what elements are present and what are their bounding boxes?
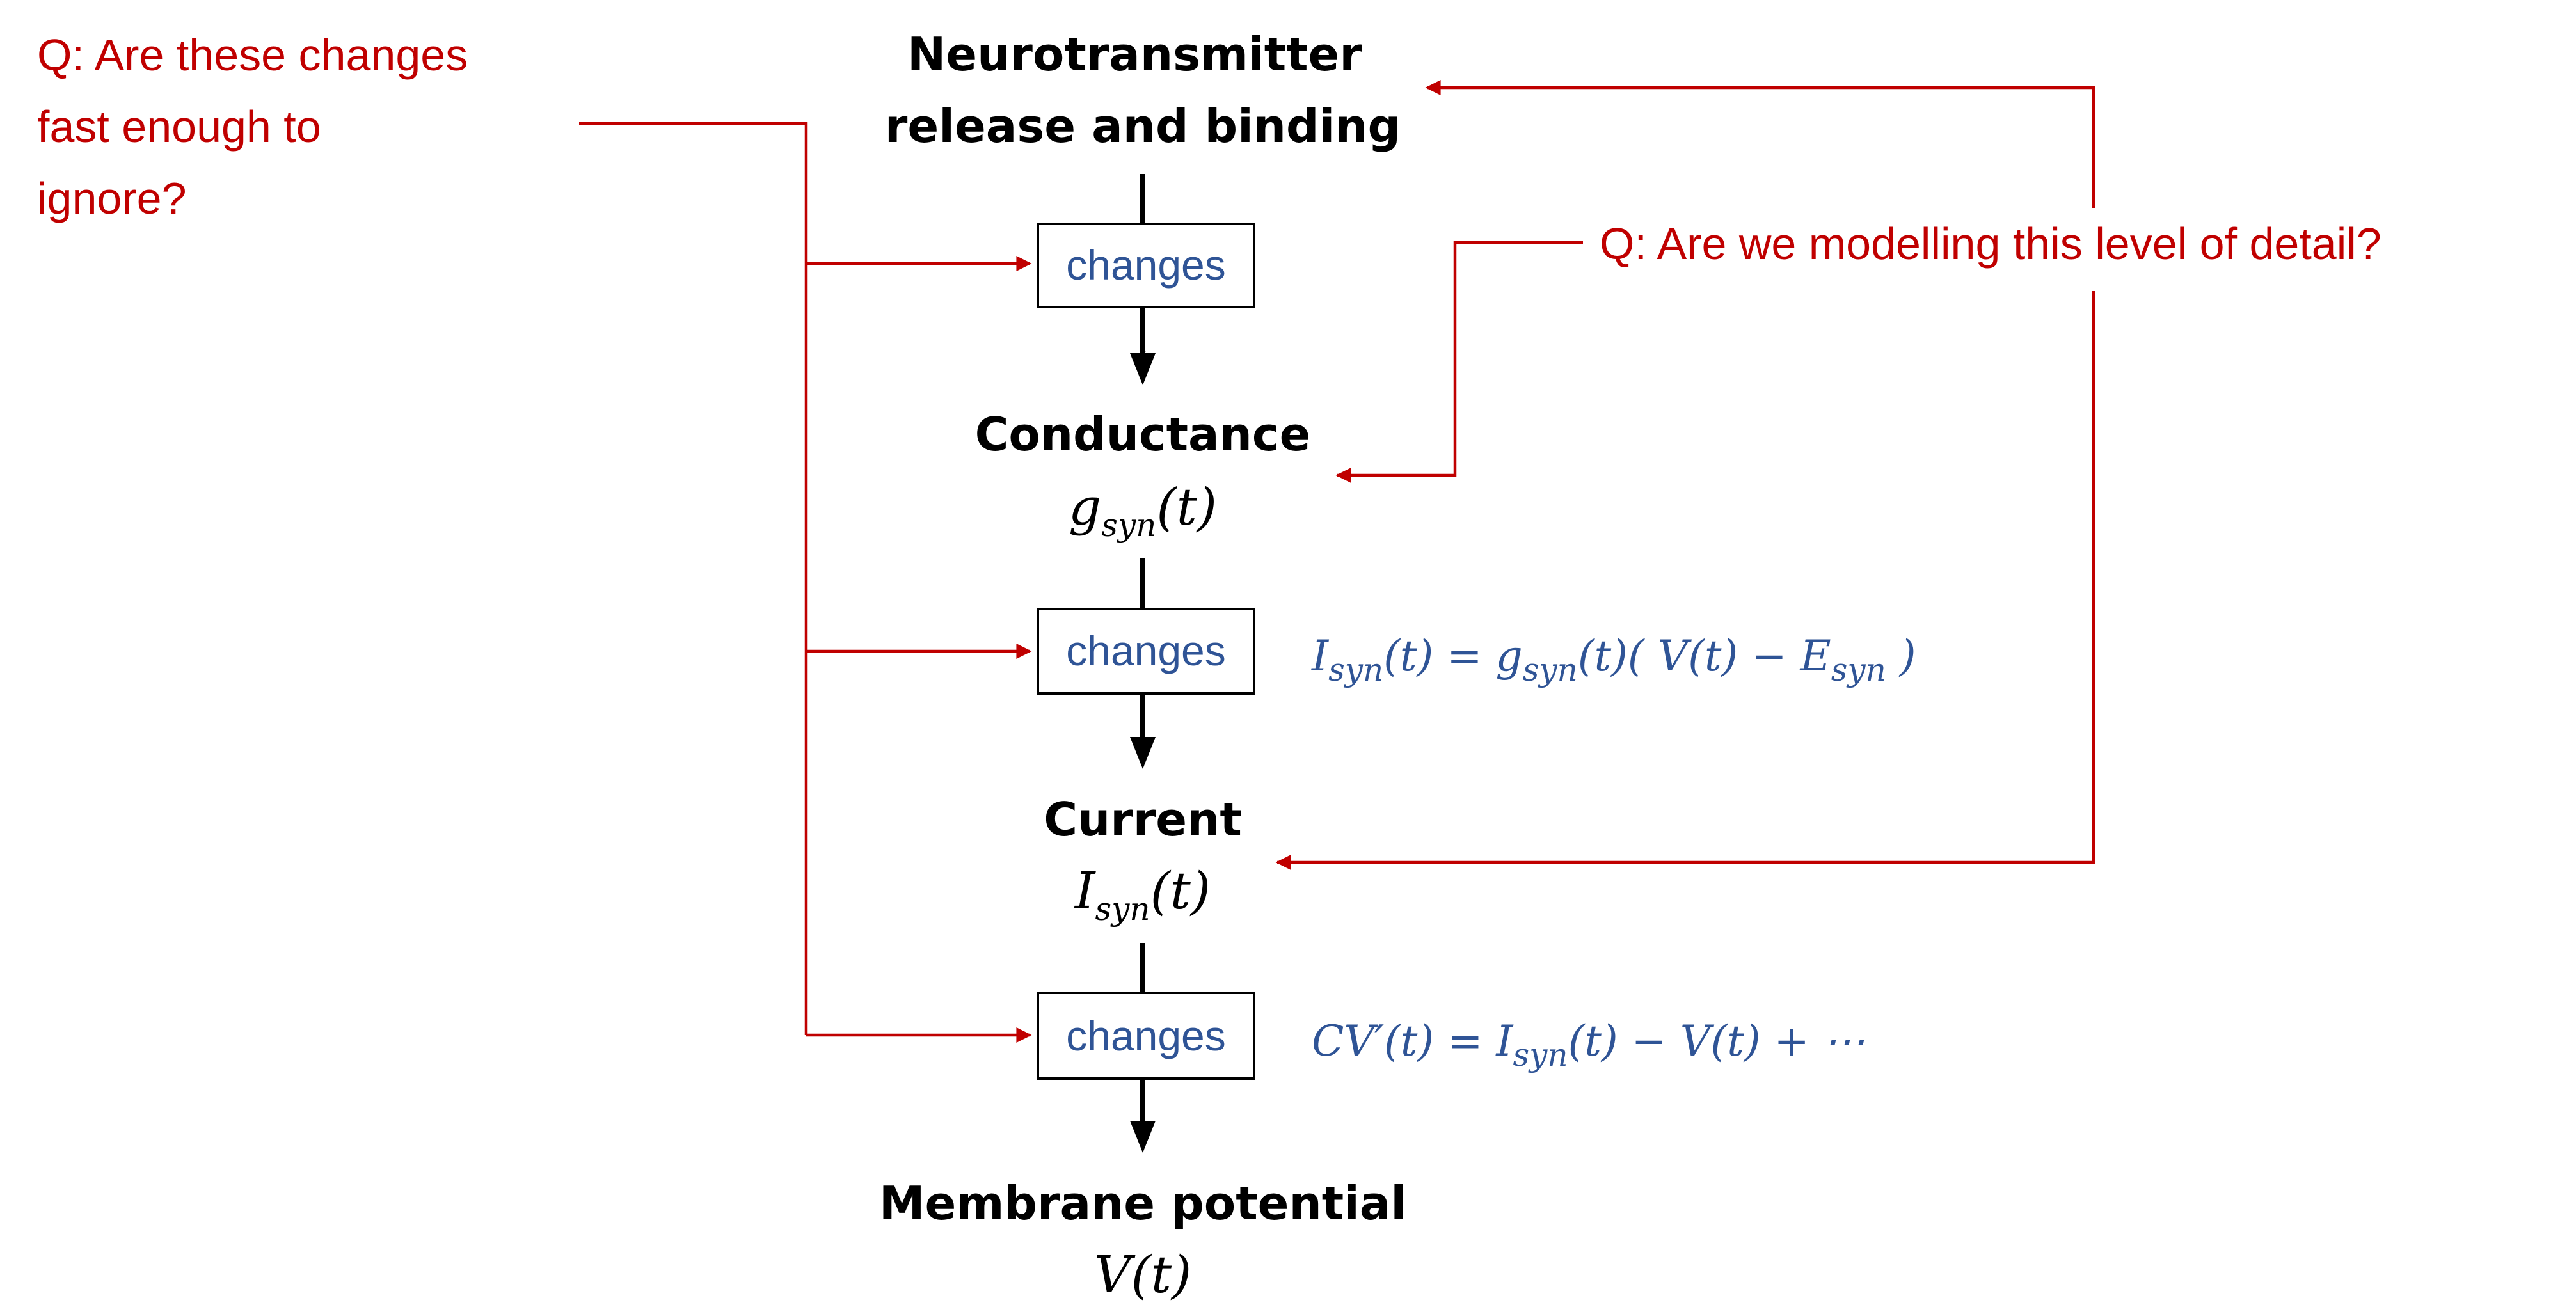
conductance-symbol-arg: (t) bbox=[1156, 477, 1217, 537]
flow-arrowhead-2 bbox=[1130, 737, 1156, 769]
node-current-label: Current bbox=[1044, 793, 1242, 846]
changes-box-2 bbox=[1037, 608, 1255, 695]
eq-current-part-4: (t)( V(t) − E bbox=[1578, 631, 1831, 681]
conductance-symbol-main: g bbox=[1069, 477, 1101, 537]
eq-current-part-6: ) bbox=[1886, 631, 1916, 681]
node-current-symbol: Isyn(t) bbox=[1074, 861, 1211, 928]
question-detail-level: Q: Are we modelling this level of detail… bbox=[1600, 219, 2381, 269]
conductance-symbol-sub: syn bbox=[1101, 507, 1156, 544]
changes-box-3 bbox=[1037, 992, 1255, 1080]
node-conductance-symbol: gsyn(t) bbox=[1069, 477, 1217, 544]
eq-membrane-part-0: CV′(t) = I bbox=[1312, 1017, 1514, 1066]
red-arrow-to-conductance bbox=[1335, 241, 1583, 483]
node-membrane-label: Membrane potential bbox=[879, 1176, 1406, 1230]
current-symbol-main: I bbox=[1074, 861, 1096, 921]
changes-box-2-label: changes bbox=[1066, 627, 1226, 674]
red-connector-left-trunk bbox=[579, 122, 808, 1035]
equation-current: Isyn(t) = gsyn(t)( V(t) − Esyn ) bbox=[1311, 631, 1916, 688]
question-fast-enough: Q: Are these changes fast enough to igno… bbox=[37, 30, 481, 223]
flow-arrowhead-1 bbox=[1130, 353, 1156, 385]
changes-box-1-label: changes bbox=[1066, 241, 1226, 289]
node-neurotransmitter-line-1: Neurotransmitter bbox=[907, 28, 1362, 81]
eq-membrane-part-1: syn bbox=[1513, 1036, 1568, 1073]
flow-arrowhead-3 bbox=[1130, 1121, 1156, 1153]
node-neurotransmitter-line-2: release and binding bbox=[885, 99, 1401, 153]
node-neurotransmitter: Neurotransmitter release and binding bbox=[885, 28, 1401, 153]
eq-current-part-0: I bbox=[1311, 631, 1330, 681]
current-symbol-sub: syn bbox=[1095, 891, 1150, 928]
current-symbol-arg: (t) bbox=[1150, 861, 1211, 921]
equation-membrane: CV′(t) = Isyn(t) − V(t) + ⋯ bbox=[1312, 1017, 1865, 1073]
eq-current-part-1: syn bbox=[1328, 651, 1383, 688]
eq-current-part-5: syn bbox=[1831, 651, 1886, 688]
changes-box-1 bbox=[1037, 223, 1255, 308]
eq-current-part-2: (t) = g bbox=[1383, 631, 1523, 681]
eq-current-part-3: syn bbox=[1523, 651, 1578, 688]
question-fast-enough-line-2: fast enough to bbox=[37, 102, 321, 152]
question-fast-enough-line-1: Q: Are these changes bbox=[37, 30, 468, 80]
node-conductance-label: Conductance bbox=[975, 408, 1311, 461]
node-membrane-symbol: V(t) bbox=[1094, 1245, 1191, 1304]
question-fast-enough-line-3: ignore? bbox=[37, 173, 187, 223]
red-arrow-to-neurotransmitter bbox=[1425, 80, 2095, 208]
red-arrow-to-current bbox=[1275, 291, 2095, 870]
changes-box-3-label: changes bbox=[1066, 1012, 1226, 1059]
eq-membrane-part-2: (t) − V(t) + ⋯ bbox=[1568, 1017, 1865, 1066]
